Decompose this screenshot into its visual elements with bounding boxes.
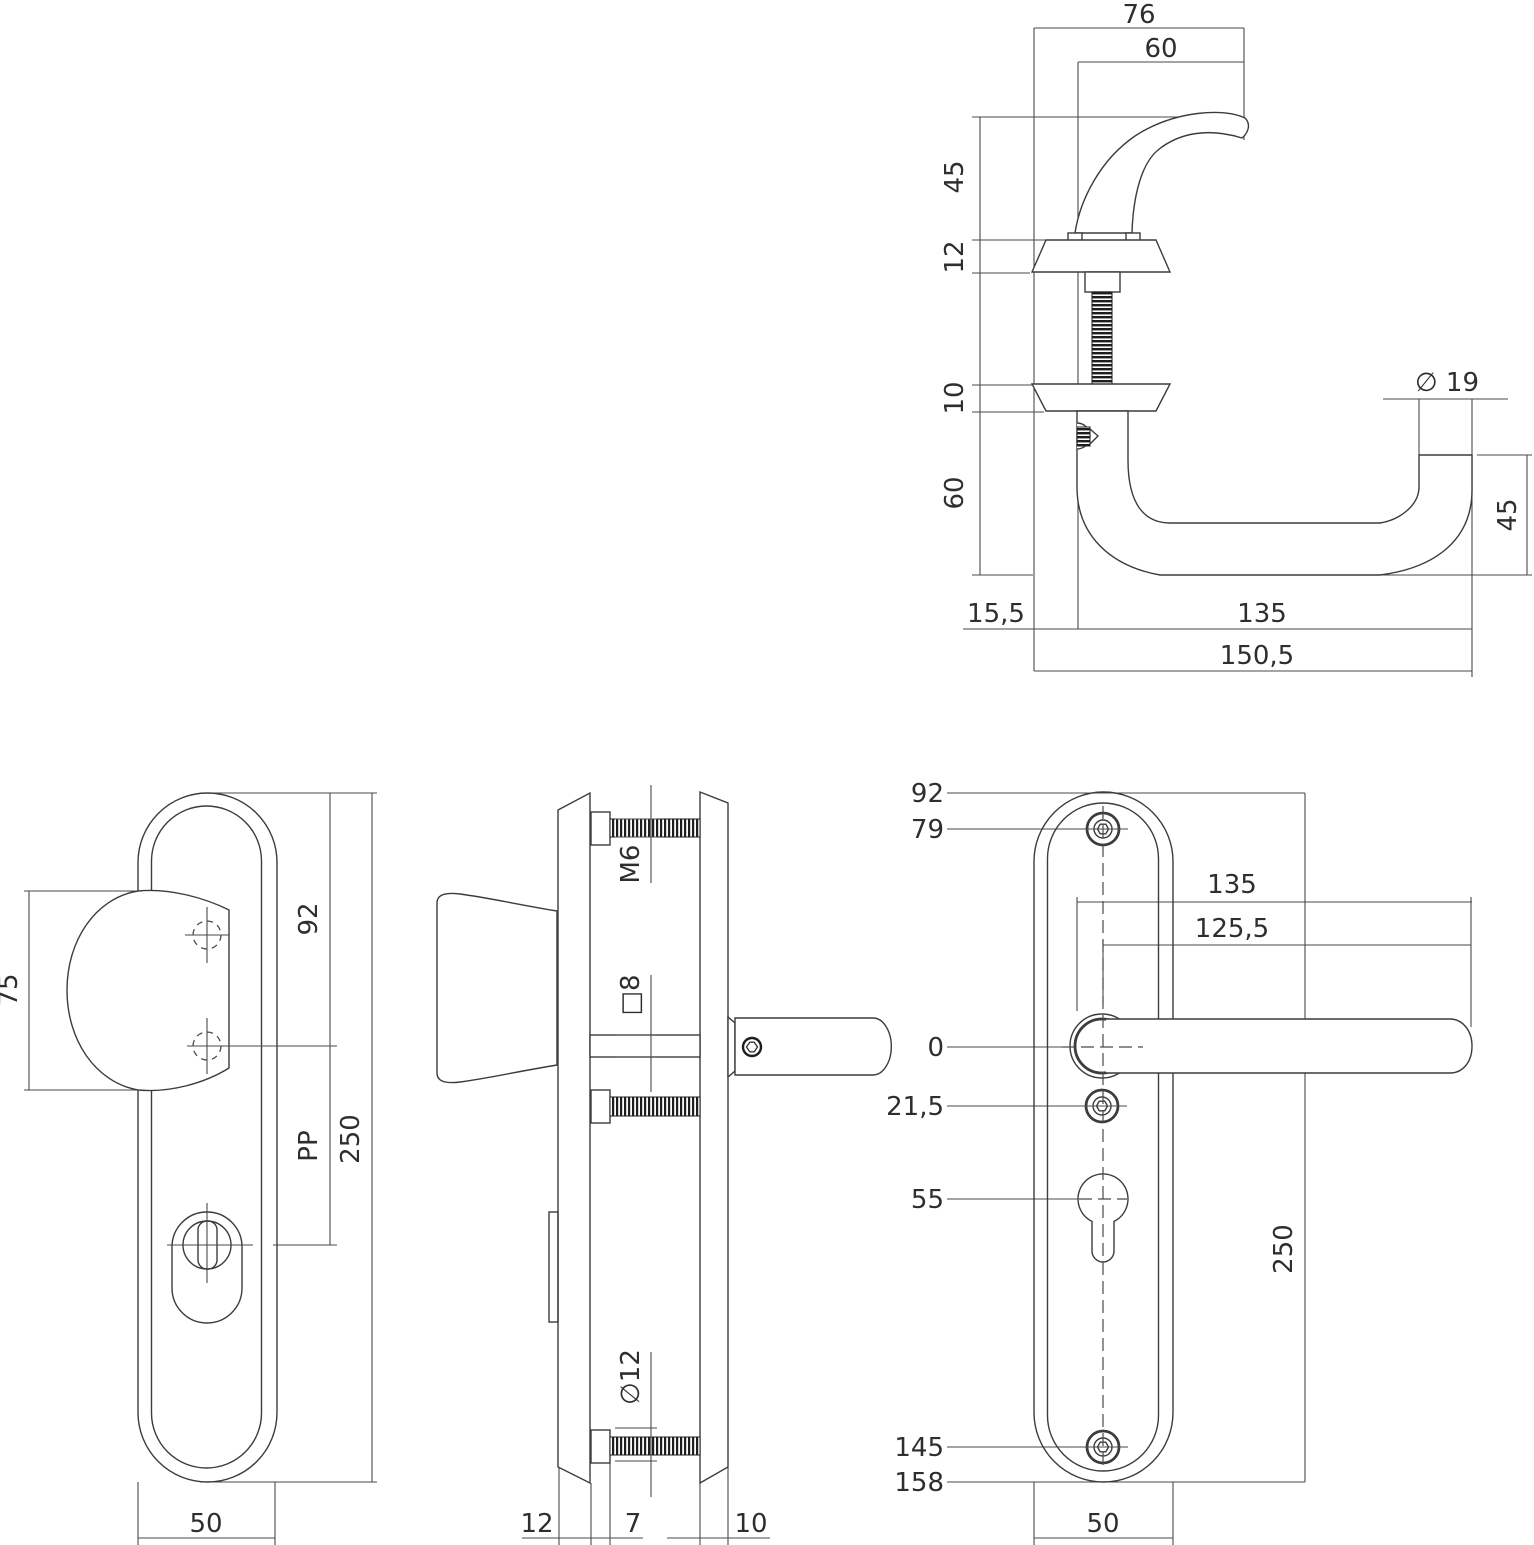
lever-set-screw-hex xyxy=(745,1041,759,1053)
lever-outline xyxy=(1106,1018,1473,1074)
label-m6: M6 xyxy=(616,845,646,884)
threaded-spindle xyxy=(1091,291,1113,385)
label-158: 158 xyxy=(894,1468,944,1498)
label-0: 0 xyxy=(927,1033,944,1063)
rosette-top xyxy=(1030,239,1172,273)
label-60-height: 60 xyxy=(940,476,970,509)
lever-profile xyxy=(734,1017,892,1076)
label-10: 10 xyxy=(940,381,970,414)
label-92r: 92 xyxy=(911,779,944,809)
plate-outer xyxy=(137,792,278,1483)
lever-hub-profile xyxy=(727,1015,736,1079)
label-79: 79 xyxy=(911,815,944,845)
spindle-bar xyxy=(589,1034,701,1058)
label-12: 12 xyxy=(940,240,970,273)
label-50: 50 xyxy=(189,1509,222,1539)
leader-dia12 xyxy=(615,1352,657,1497)
dim-ticks-left xyxy=(972,116,1197,576)
label-60: 60 xyxy=(1144,34,1177,64)
screw2-shaft xyxy=(609,1096,701,1117)
set-screw xyxy=(1076,426,1091,447)
leader-sq8 xyxy=(615,975,657,1092)
label-50r: 50 xyxy=(1086,1509,1119,1539)
label-75: 75 xyxy=(0,973,24,1006)
rosette-bottom xyxy=(1030,383,1172,412)
knob-front xyxy=(66,889,230,1092)
ext-bottom xyxy=(558,1463,729,1545)
label-dia19: ∅ 19 xyxy=(1415,368,1479,398)
label-135: 135 xyxy=(1237,599,1287,629)
screw-crosshairs xyxy=(185,907,337,1074)
label-250: 250 xyxy=(336,1114,366,1164)
outer-plate-inner xyxy=(1046,802,1160,1472)
outer-plate-outer xyxy=(1033,791,1174,1483)
screw2-head xyxy=(590,1089,611,1124)
screw3-shaft xyxy=(609,1436,701,1456)
label-21-5: 21,5 xyxy=(886,1092,944,1122)
view-outer-plate: 92 79 0 21,5 55 145 158 135 125,5 250 50 xyxy=(886,779,1473,1545)
label-15-5: 15,5 xyxy=(967,599,1025,629)
dim-135-125 xyxy=(1076,897,1472,1027)
label-92: 92 xyxy=(294,902,324,935)
lever-fill xyxy=(1106,1019,1472,1073)
dim-50 xyxy=(137,1482,276,1545)
outer-plate-profile xyxy=(699,790,729,1485)
label-135r: 135 xyxy=(1207,870,1257,900)
cylinder-crosshair xyxy=(167,1203,337,1283)
screw3-head xyxy=(590,1429,611,1464)
lever-set-screw xyxy=(741,1036,763,1058)
screw1-head xyxy=(590,811,611,846)
label-125-5: 125,5 xyxy=(1195,914,1269,944)
view-profile: M6 □8 ∅12 12 7 10 xyxy=(436,785,892,1545)
label-dia12: ∅12 xyxy=(616,1349,646,1405)
inner-lever-handle xyxy=(1074,111,1250,234)
label-45-upper: 45 xyxy=(940,160,970,193)
label-sq8: □8 xyxy=(616,974,646,1015)
label-250r: 250 xyxy=(1269,1224,1299,1274)
label-150-5: 150,5 xyxy=(1220,641,1294,671)
label-76: 76 xyxy=(1122,0,1155,30)
label-12mm: 12 xyxy=(520,1509,553,1539)
label-145: 145 xyxy=(894,1433,944,1463)
label-7mm: 7 xyxy=(625,1509,642,1539)
plate-inner xyxy=(150,805,263,1469)
dim-75 xyxy=(24,890,138,1091)
label-pp: PP xyxy=(294,1130,324,1161)
label-55: 55 xyxy=(911,1185,944,1215)
outer-lever-handle xyxy=(1076,410,1473,576)
cylinder-profile xyxy=(548,1211,559,1323)
leader-m6 xyxy=(615,785,657,883)
view-inner-plate: 75 92 PP 250 50 xyxy=(0,792,377,1545)
view-handle-side: 76 60 45 12 10 60 ∅ 19 45 15,5 135 150,5 xyxy=(940,0,1532,677)
ext-plate-top-bottom xyxy=(200,792,377,1483)
screw1-shaft xyxy=(609,818,701,838)
dim-45-right xyxy=(1380,454,1532,576)
ext-top-bottom xyxy=(947,792,1305,1483)
label-45-right: 45 xyxy=(1493,498,1523,531)
set-screw-tip xyxy=(1089,428,1100,445)
label-10mm: 10 xyxy=(734,1509,767,1539)
knob-profile xyxy=(436,892,558,1084)
dim-50-right xyxy=(1033,1482,1174,1545)
inner-plate-profile xyxy=(557,791,591,1485)
spindle-nut xyxy=(1084,271,1121,293)
